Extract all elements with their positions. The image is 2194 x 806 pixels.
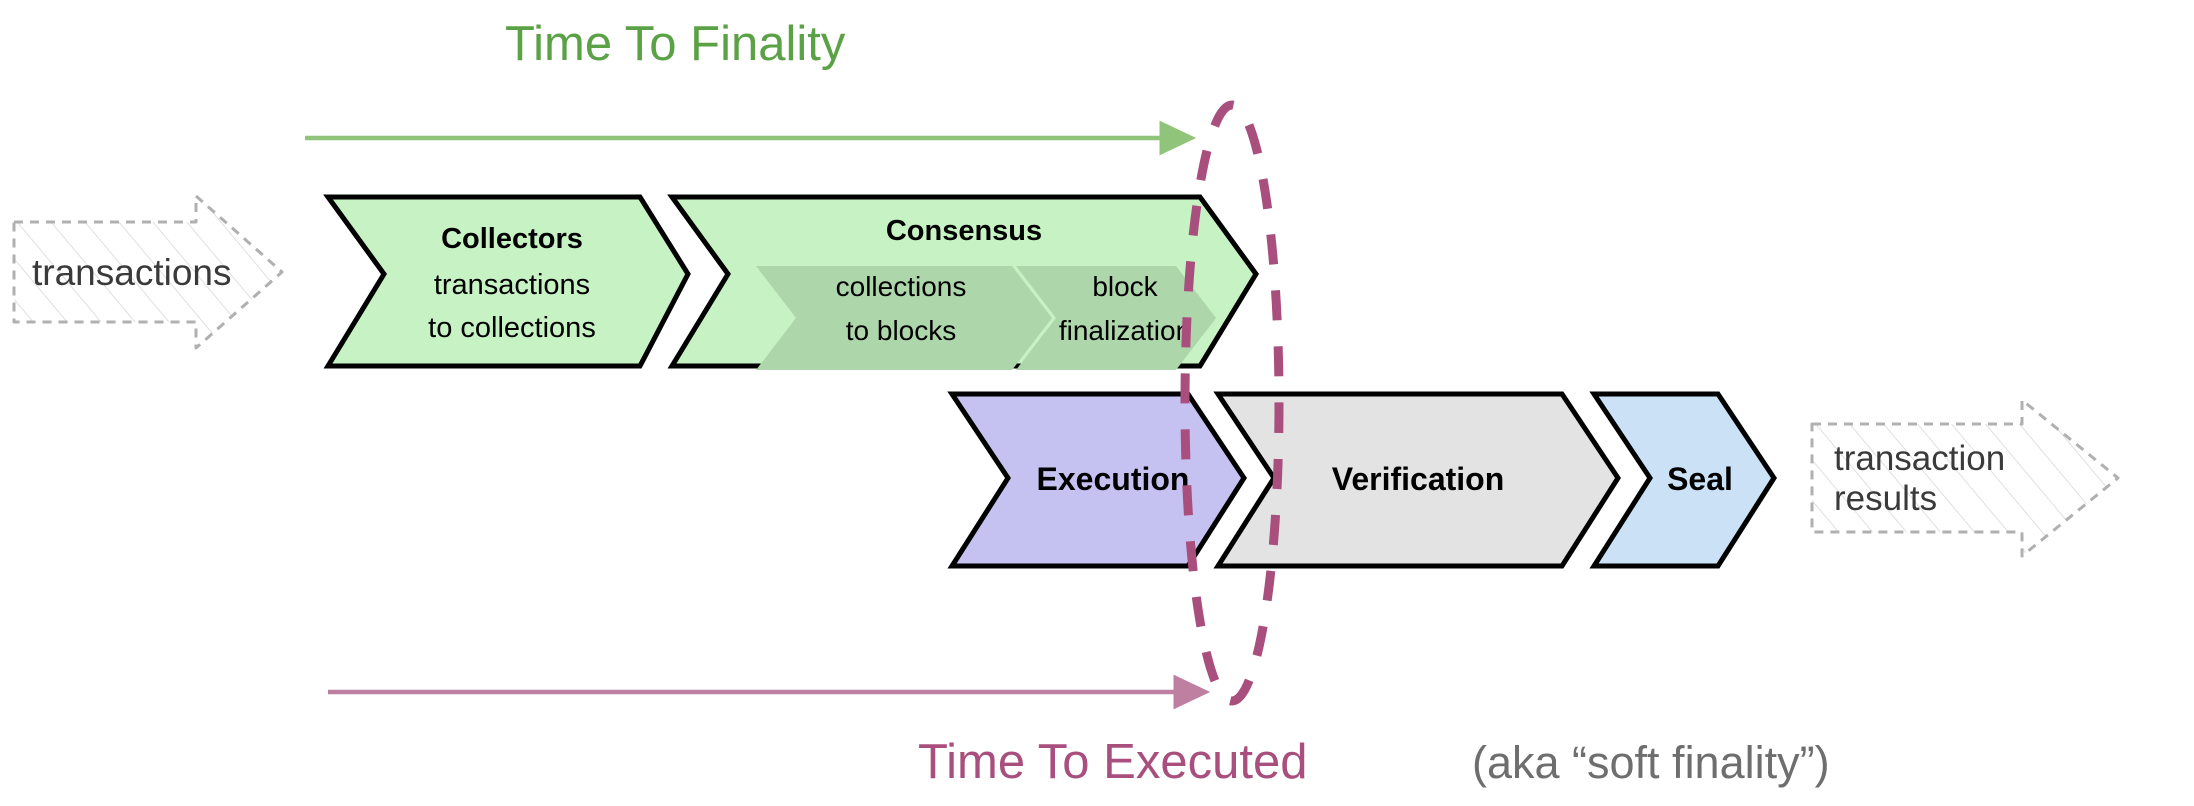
- transaction-results-label-line1: transaction: [1834, 439, 2005, 478]
- collectors-title: Collectors: [441, 223, 583, 255]
- stage-collectors[interactable]: Collectors transactions to collections: [323, 194, 691, 369]
- block-finalization-line1: block: [1092, 271, 1158, 302]
- execution-pipeline-row: Execution Verification Seal: [947, 391, 1777, 569]
- substage-block-finalization[interactable]: block finalization: [1016, 266, 1216, 370]
- time-to-finality-title: Time To Finality: [505, 17, 846, 71]
- block-finalization-line2: finalization: [1059, 315, 1191, 346]
- collectors-subtitle-line2: to collections: [428, 312, 596, 344]
- stage-execution[interactable]: Execution: [947, 391, 1247, 569]
- stage-seal[interactable]: Seal: [1589, 391, 1777, 569]
- time-to-executed-title: Time To Executed: [918, 735, 1307, 789]
- time-to-executed-group: Time To Executed (aka “soft finality”): [328, 674, 1830, 789]
- time-to-executed-subtitle: (aka “soft finality”): [1472, 737, 1830, 788]
- collections-to-blocks-line2: to blocks: [846, 315, 957, 346]
- stage-consensus[interactable]: Consensus collections to blocks block fi…: [667, 194, 1260, 370]
- execution-title: Execution: [1037, 461, 1190, 497]
- collections-to-blocks-line1: collections: [836, 271, 967, 302]
- consensus-title: Consensus: [886, 215, 1042, 247]
- collectors-subtitle-line1: transactions: [434, 269, 590, 301]
- seal-title: Seal: [1667, 461, 1733, 497]
- transaction-results-output-arrow: transaction results: [1810, 398, 2120, 558]
- consensus-pipeline-row: Collectors transactions to collections C…: [323, 194, 1260, 370]
- transactions-input-arrow: transactions: [12, 194, 284, 350]
- transactions-input-label: transactions: [32, 252, 232, 293]
- verification-title: Verification: [1332, 461, 1505, 497]
- substage-collections-to-blocks[interactable]: collections to blocks: [756, 266, 1052, 370]
- finality-boundary-ellipse: [1180, 100, 1284, 706]
- transaction-results-label-line2: results: [1834, 479, 1937, 518]
- time-to-finality-group: Time To Finality: [305, 17, 1197, 156]
